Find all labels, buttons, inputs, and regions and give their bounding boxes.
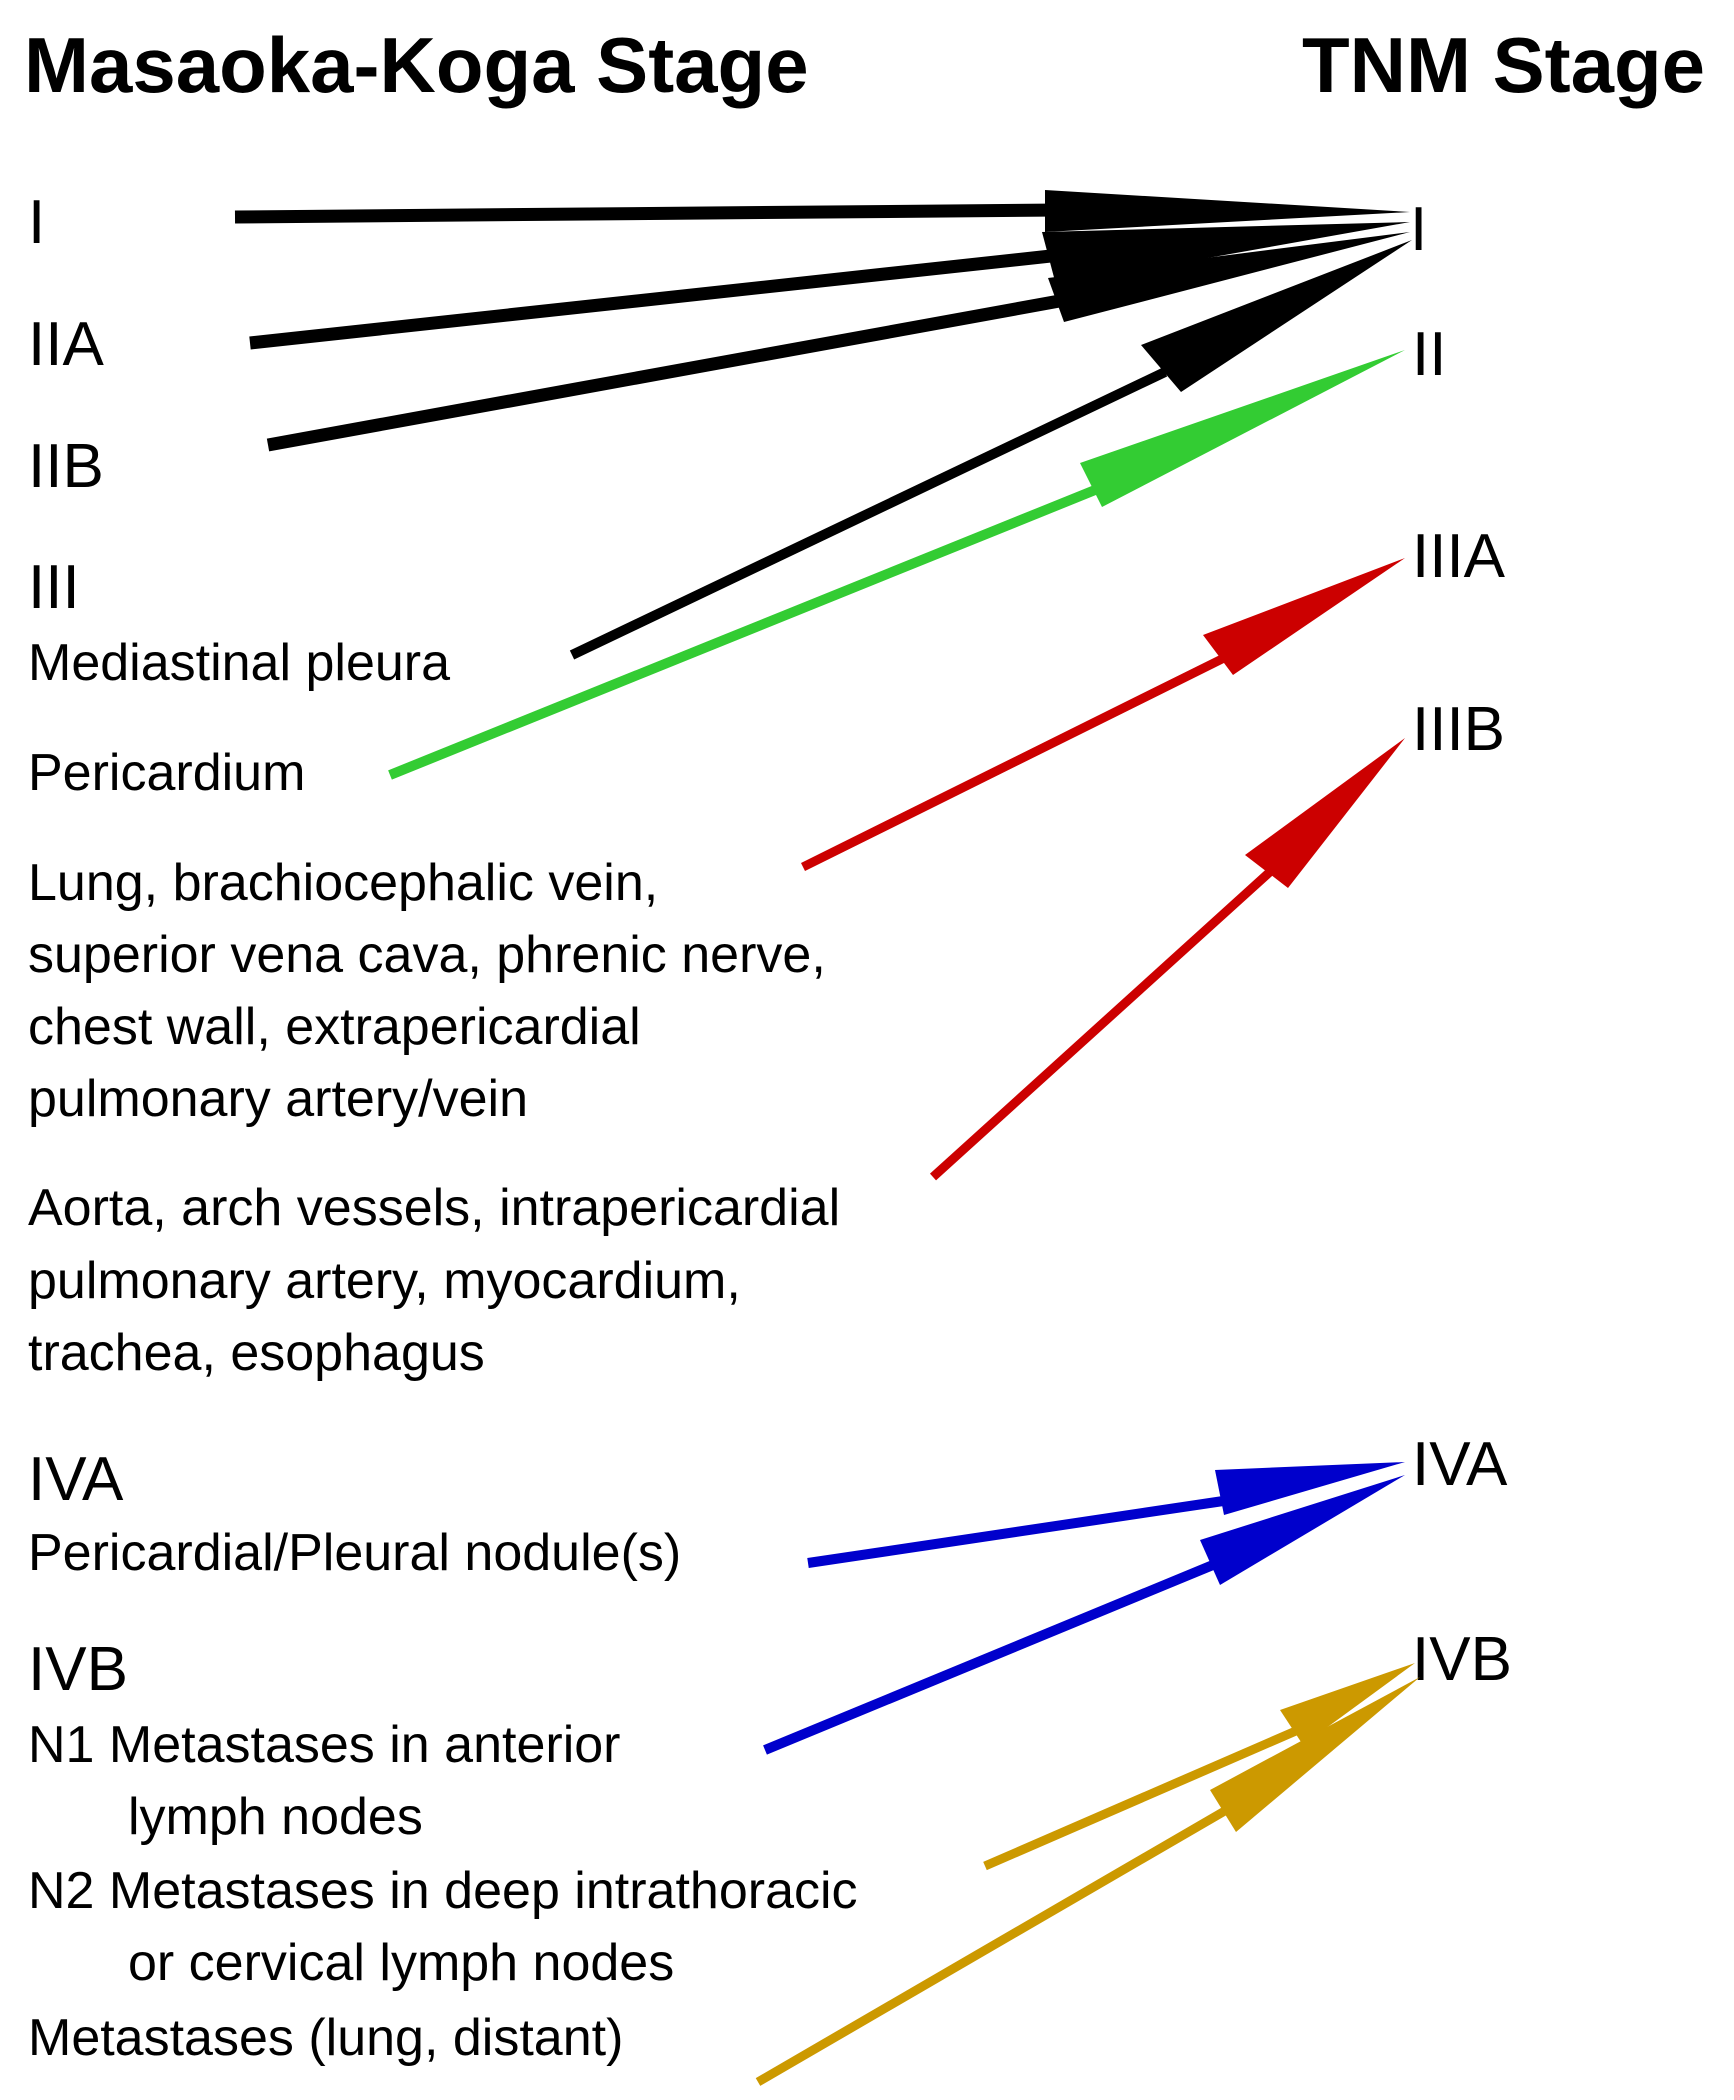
arrow-distant-to-IVB [755, 1677, 1420, 2086]
item-pericardium: Pericardium [28, 744, 305, 802]
right-header: TNM Stage [1302, 21, 1705, 109]
arrow-IIB-to-I [266, 232, 1410, 452]
left-stage-IIB: IIB [28, 432, 104, 501]
arrow-pericardium-to-II [388, 350, 1405, 780]
item-n2-line-2: or cervical lymph nodes [128, 1934, 674, 1992]
item-nodules: Pericardial/Pleural nodule(s) [28, 1524, 681, 1582]
item-n1-line-1: N1 Metastases in anterior [28, 1716, 621, 1774]
arrow-n1-to-IVA [763, 1475, 1405, 1755]
left-stage-III: III [28, 553, 80, 622]
right-stage-II: II [1412, 320, 1446, 389]
left-stage-IVB: IVB [28, 1635, 128, 1704]
arrow-lung-group-to-IIIA [800, 558, 1405, 872]
item-aorta-line-3: trachea, esophagus [28, 1324, 485, 1382]
item-lung-line-2: superior vena cava, phrenic nerve, [28, 926, 826, 984]
arrow-nodules-to-IVA [807, 1462, 1405, 1568]
item-n2-line-1: N2 Metastases in deep intrathoracic [28, 1862, 858, 1920]
item-lung-line-3: chest wall, extrapericardial [28, 998, 641, 1056]
item-distant: Metastases (lung, distant) [28, 2009, 623, 2067]
right-stage-IVB: IVB [1412, 1625, 1512, 1694]
item-mediastinal-pleura: Mediastinal pleura [28, 634, 450, 692]
arrow-mediastinal-pleura-to-I [569, 240, 1412, 660]
left-stage-IIA: IIA [28, 310, 104, 379]
arrow-aorta-group-to-IIIB [929, 738, 1405, 1181]
item-lung-line-4: pulmonary artery/vein [28, 1070, 528, 1128]
item-lung-line-1: Lung, brachiocephalic vein, [28, 854, 658, 912]
right-stage-IIIA: IIIA [1412, 522, 1506, 591]
arrow-I-to-I [234, 190, 1410, 232]
right-stage-IIIB: IIIB [1412, 695, 1505, 764]
left-stage-IVA: IVA [28, 1445, 124, 1514]
right-stage-I: I [1410, 195, 1427, 264]
left-header: Masaoka-Koga Stage [24, 21, 809, 109]
item-aorta-line-1: Aorta, arch vessels, intrapericardial [28, 1179, 840, 1237]
right-stage-IVA: IVA [1412, 1430, 1508, 1499]
item-n1-line-2: lymph nodes [128, 1788, 423, 1846]
arrow-n2-to-IVB [983, 1663, 1415, 1871]
left-stage-I: I [28, 188, 45, 257]
item-aorta-line-2: pulmonary artery, myocardium, [28, 1252, 741, 1310]
